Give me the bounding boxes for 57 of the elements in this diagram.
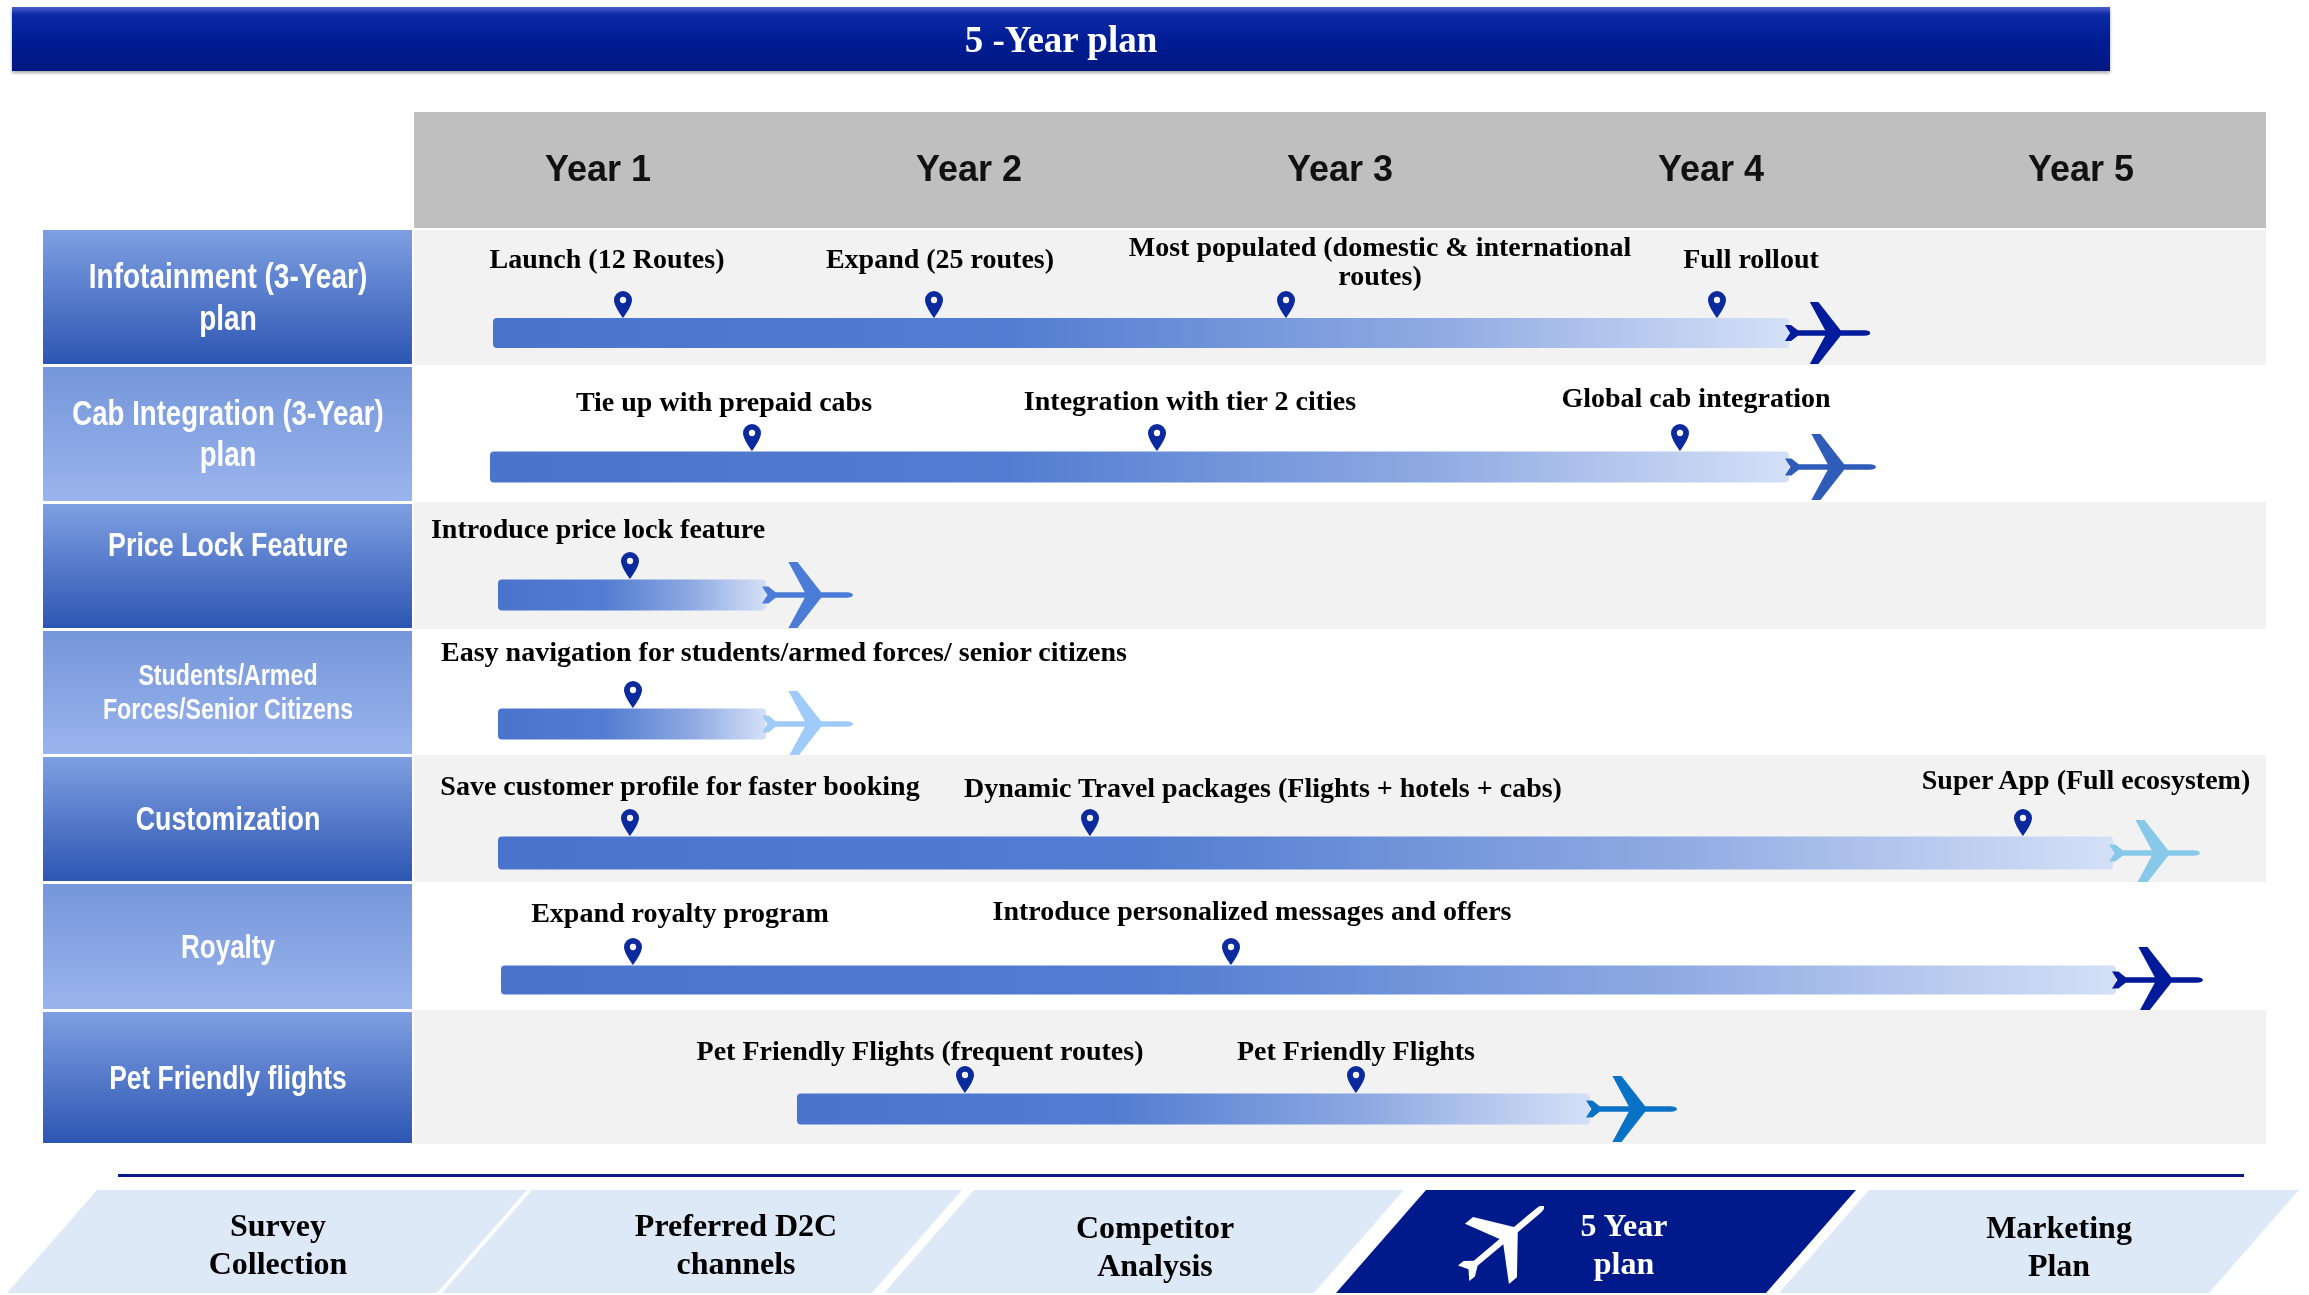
category-panel xyxy=(43,504,412,628)
milestone-label: Pet Friendly Flights xyxy=(1237,1034,1475,1068)
step-tab xyxy=(884,1190,1404,1293)
step-label: 5 Year plan xyxy=(1580,1205,1668,1283)
timeline-row xyxy=(414,230,2266,365)
category-panel xyxy=(43,631,412,754)
year-label: Year 2 xyxy=(915,148,1023,190)
diagram-title: 5 -Year plan xyxy=(964,17,1158,61)
step-label: Marketing Plan xyxy=(1985,1207,2133,1285)
category-label: Royalty xyxy=(180,927,275,966)
step-tab xyxy=(1779,1190,2299,1293)
step-tab xyxy=(442,1190,962,1293)
timeline-bar xyxy=(501,946,2203,1013)
step-label: Survey Collection xyxy=(208,1205,348,1283)
category-panel xyxy=(43,757,412,881)
year-header-band xyxy=(414,112,2266,228)
milestone-label: Launch (12 Routes) xyxy=(489,242,725,276)
category-panel xyxy=(43,230,412,364)
category-panel xyxy=(43,1012,412,1143)
category-label: Students/Armed Forces/Senior Citizens xyxy=(101,657,354,728)
step-tab xyxy=(7,1190,527,1293)
year-label: Year 3 xyxy=(1286,148,1394,190)
milestone-label: Introduce price lock feature xyxy=(430,512,766,546)
milestone-label: Full rollout xyxy=(1683,242,1819,276)
timeline-bar xyxy=(490,433,1876,500)
milestone-label: Dynamic Travel packages (Flights + hotels + cabs) xyxy=(964,771,1562,805)
milestone-label: Integration with tier 2 cities xyxy=(1023,384,1357,418)
category-panel xyxy=(43,367,412,501)
step-tab xyxy=(1336,1190,1856,1293)
category-label: Customization xyxy=(135,798,320,839)
milestone-label: Easy navigation for students/armed forces/ senior citizens xyxy=(441,635,1127,669)
timeline-row xyxy=(414,755,2266,882)
category-label: Pet Friendly flights xyxy=(108,1057,347,1098)
year-label: Year 1 xyxy=(544,148,652,190)
milestone-label: Most populated (domestic & international routes) xyxy=(1128,231,1632,290)
year-label: Year 4 xyxy=(1657,148,1765,190)
milestone-label: Tie up with prepaid cabs xyxy=(575,385,873,419)
step-label: Competitor Analysis xyxy=(1075,1207,1235,1285)
milestone-label: Pet Friendly Flights (frequent routes) xyxy=(696,1034,1144,1068)
category-panel xyxy=(43,884,412,1009)
category-label: Price Lock Feature xyxy=(107,524,348,565)
milestone-label: Global cab integration xyxy=(1561,381,1831,415)
timeline-bar xyxy=(797,1075,1677,1142)
milestone-label: Expand royalty program xyxy=(531,896,829,930)
milestone-label: Save customer profile for faster booking xyxy=(440,769,920,803)
timeline-bar xyxy=(493,302,1871,364)
milestone-label: Expand (25 routes) xyxy=(825,242,1055,276)
timeline-row xyxy=(414,1010,2266,1144)
timeline-bar xyxy=(498,561,853,628)
timeline-bar xyxy=(498,690,853,757)
year-label: Year 5 xyxy=(2027,148,2135,190)
category-label: Cab Integration (3-Year) plan xyxy=(71,392,384,475)
timeline-row xyxy=(414,502,2266,629)
step-label: Preferred D2C channels xyxy=(634,1205,838,1283)
milestone-label: Introduce personalized messages and offers xyxy=(992,894,1512,928)
category-label: Infotainment (3-Year) plan xyxy=(87,255,368,339)
milestone-label: Super App (Full ecosystem) xyxy=(1921,763,2251,797)
